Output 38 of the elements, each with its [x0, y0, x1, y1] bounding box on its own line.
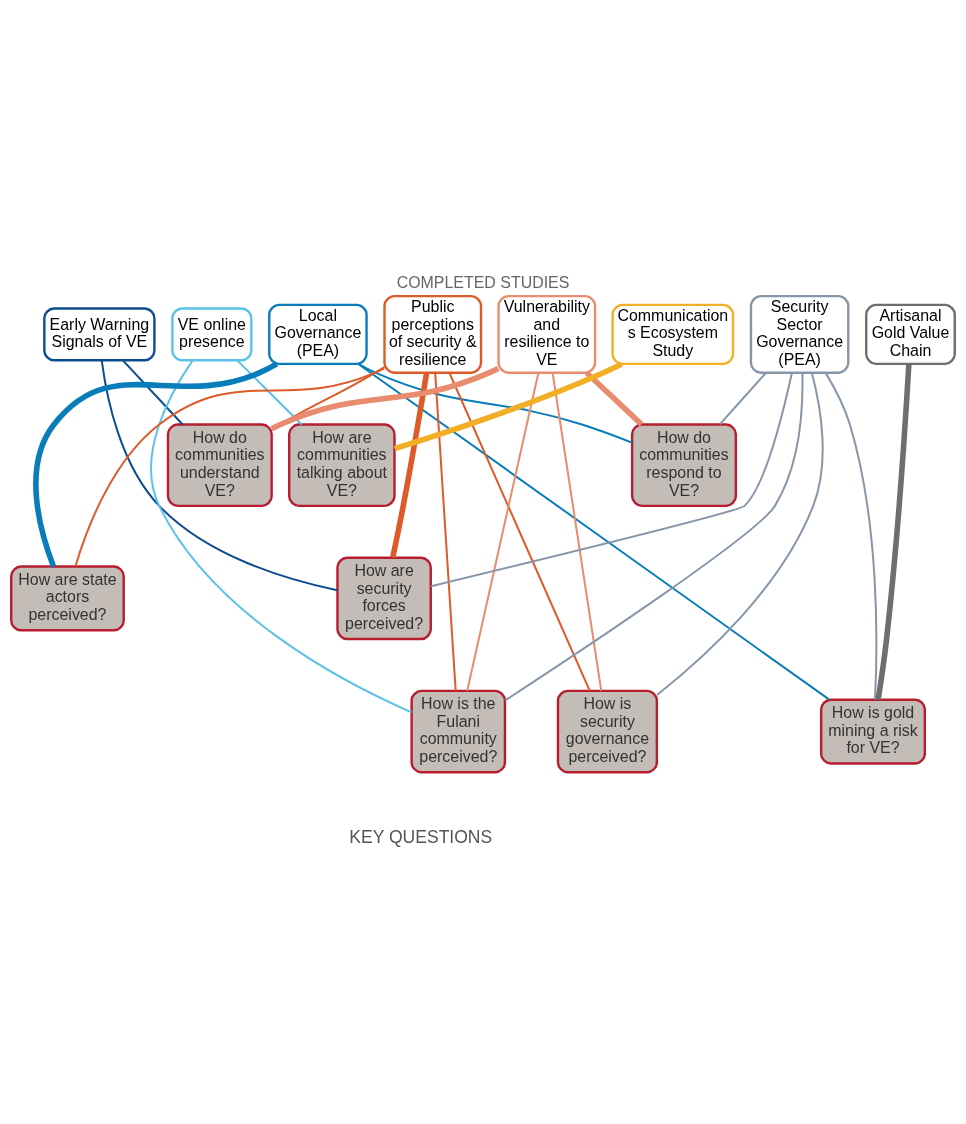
node-box: How are state actors perceived?	[10, 564, 125, 631]
connector	[504, 371, 804, 701]
connector	[121, 358, 184, 425]
connector	[718, 371, 767, 425]
node-box: How do communities understand VE?	[166, 422, 273, 507]
connector	[434, 371, 457, 692]
connector	[824, 371, 878, 701]
node-box: Local Governance (PEA)	[268, 303, 368, 365]
node-box: VE online presence	[171, 306, 253, 361]
diagram-title: COMPLETED STUDIES	[396, 273, 570, 291]
node-box: How is the Fulani community perceived?	[410, 689, 507, 773]
node-box: Security Sector Governance (PEA)	[749, 294, 850, 374]
connector	[551, 371, 603, 692]
node-box: Early Warning Signals of VE	[43, 306, 156, 361]
connector	[656, 371, 824, 696]
node-box: How is gold mining a risk for VE?	[819, 698, 927, 765]
connector	[430, 371, 793, 587]
node-box: How are communities talking about VE?	[288, 422, 396, 507]
connector	[357, 362, 830, 700]
connector	[393, 360, 623, 451]
node-box: How do communities respond to VE?	[630, 422, 737, 507]
connector	[875, 363, 912, 700]
node-box: Artisanal Gold Value Chain	[865, 303, 956, 365]
node-box: Communications Ecosystem Study	[611, 303, 735, 365]
connector	[390, 371, 430, 558]
node-box: How is security governance perceived?	[556, 689, 659, 773]
label: KEY QUESTIONS	[349, 826, 493, 847]
connector	[466, 371, 540, 692]
connector	[100, 359, 339, 591]
connector	[150, 358, 413, 713]
node-box: Public perceptions of security & resilience	[383, 294, 483, 374]
connector	[448, 371, 591, 692]
connector	[584, 370, 644, 426]
node-box: Vulnerability and resilience to VE	[497, 294, 597, 374]
connector	[357, 362, 633, 444]
node-box: How are security forces perceived?	[336, 556, 432, 640]
connector	[33, 361, 279, 567]
connector	[236, 358, 303, 425]
